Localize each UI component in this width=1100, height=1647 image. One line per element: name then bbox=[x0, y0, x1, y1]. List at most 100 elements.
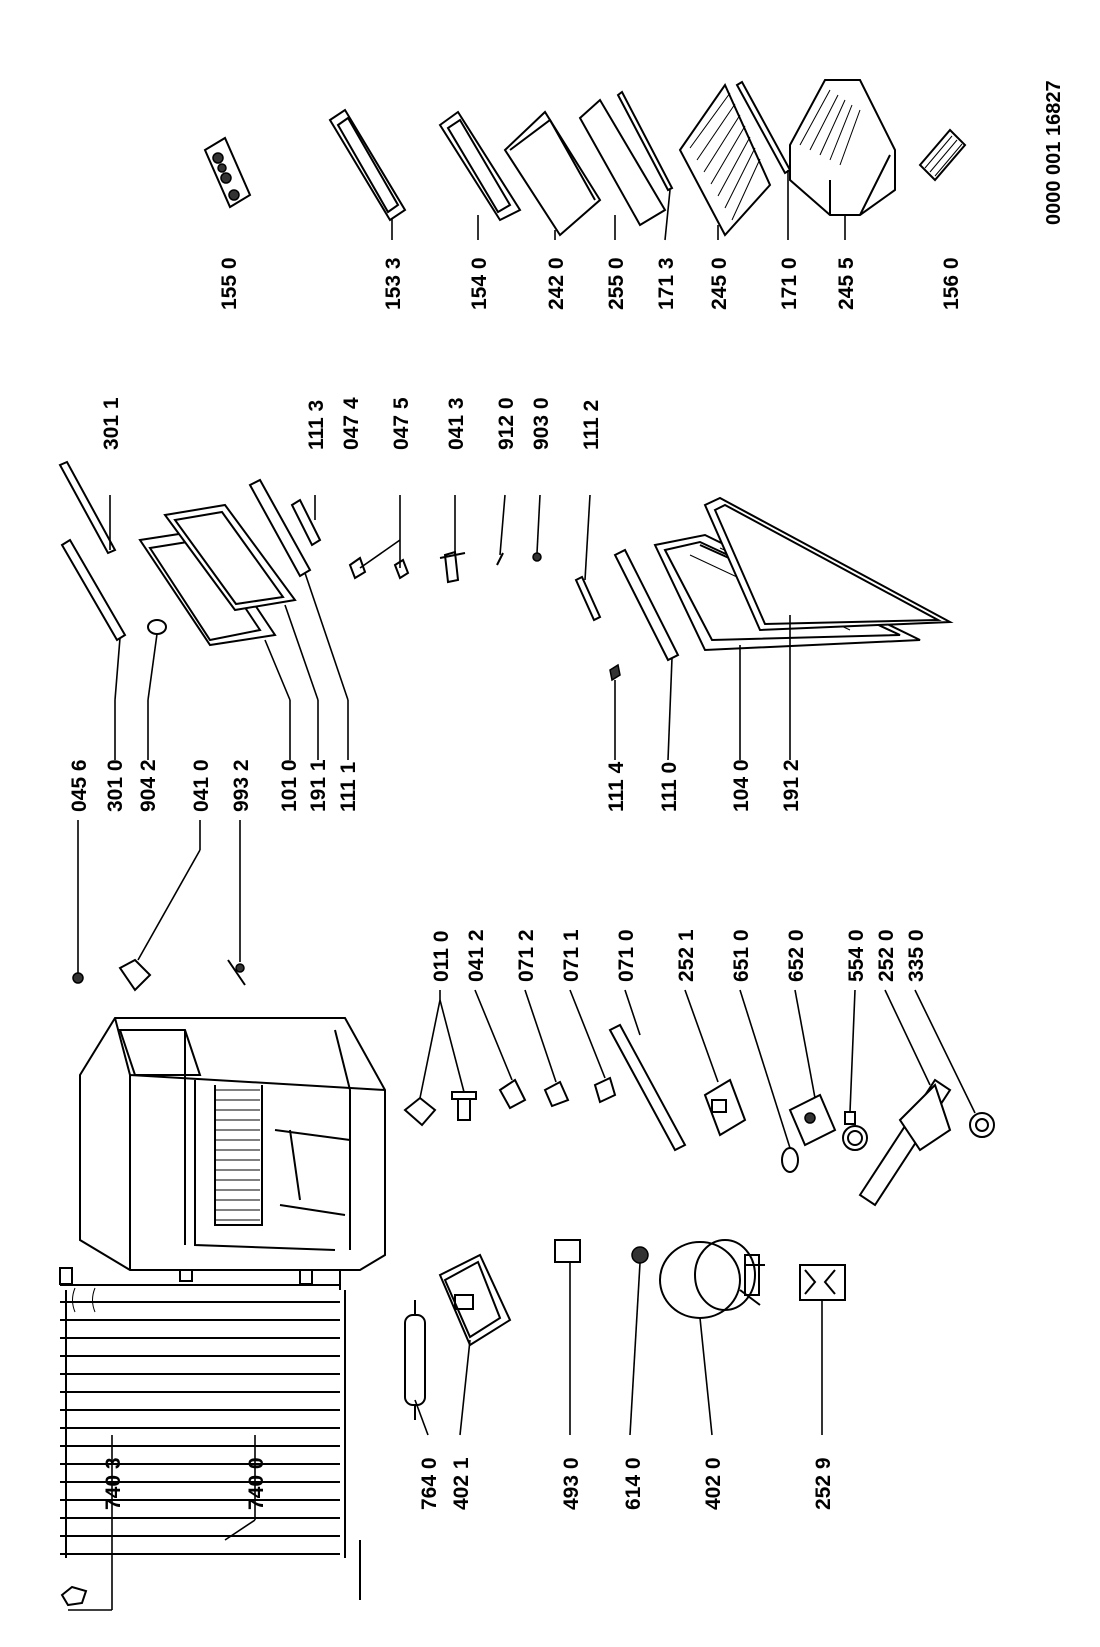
label-242-0: 242 0 bbox=[545, 257, 568, 310]
hinge-cover-111-3 bbox=[290, 498, 322, 547]
cabinet-group bbox=[72, 820, 995, 1271]
label-071-0: 071 0 bbox=[615, 929, 638, 982]
label-252-9: 252 9 bbox=[812, 1457, 835, 1510]
label-041-0: 041 0 bbox=[190, 759, 213, 812]
label-255-0: 255 0 bbox=[605, 257, 628, 310]
ice-tray bbox=[918, 128, 967, 182]
label-493-0: 493 0 bbox=[560, 1457, 583, 1510]
label-153-3: 153 3 bbox=[382, 257, 405, 310]
kickplate bbox=[608, 1023, 687, 1152]
pin bbox=[72, 972, 84, 984]
foot-screw bbox=[451, 1091, 477, 1121]
hinge-041-3 bbox=[439, 550, 466, 584]
part-111-2 bbox=[574, 575, 602, 622]
label-111-4: 111 4 bbox=[605, 761, 628, 812]
label-047-4: 047 4 bbox=[340, 397, 363, 450]
label-155-0: 155 0 bbox=[218, 257, 241, 310]
wire-basket bbox=[789, 79, 896, 216]
label-111-2: 111 2 bbox=[580, 400, 603, 450]
label-156-0: 156 0 bbox=[940, 257, 963, 310]
label-111-0: 111 0 bbox=[658, 762, 681, 812]
relay-cover bbox=[554, 1239, 581, 1263]
handle-301-0 bbox=[60, 538, 127, 642]
label-245-5: 245 5 bbox=[835, 257, 858, 310]
label-191-1: 191 1 bbox=[307, 759, 330, 812]
label-071-1: 071 1 bbox=[560, 929, 583, 982]
filter-dryer bbox=[404, 1300, 426, 1420]
freezer-door bbox=[138, 503, 297, 647]
label-111-3: 111 3 bbox=[305, 400, 328, 450]
label-993-2: 993 2 bbox=[230, 759, 253, 812]
label-041-3: 041 3 bbox=[445, 397, 468, 450]
wire-shelf-245-0 bbox=[678, 82, 772, 237]
drip-tray bbox=[438, 1253, 512, 1347]
drawing-number: 0000 001 16827 bbox=[1043, 80, 1065, 225]
thermostat-knob bbox=[842, 1111, 868, 1151]
main-door-gasket bbox=[703, 496, 954, 632]
sensor bbox=[227, 959, 246, 986]
label-245-0: 245 0 bbox=[708, 257, 731, 310]
condenser-group bbox=[59, 1239, 846, 1611]
relay-clip bbox=[799, 1264, 846, 1301]
label-041-2: 041 2 bbox=[465, 929, 488, 982]
label-614-0: 614 0 bbox=[622, 1457, 645, 1510]
label-740-3: 740 3 bbox=[102, 1457, 125, 1510]
label-402-1: 402 1 bbox=[450, 1457, 473, 1510]
door-bar-111-1 bbox=[248, 478, 312, 578]
cover-071-1 bbox=[593, 1076, 617, 1104]
top-hinge bbox=[118, 958, 152, 992]
grommet bbox=[631, 1246, 649, 1264]
control-panel bbox=[858, 1078, 952, 1207]
label-740-0: 740 0 bbox=[245, 1457, 268, 1510]
part-111-4 bbox=[609, 663, 621, 682]
bottom-hinge bbox=[498, 1078, 527, 1110]
shelf-strip-171-3 bbox=[616, 90, 674, 192]
freezer-door-gasket bbox=[163, 503, 297, 612]
condenser-coil bbox=[59, 1255, 361, 1600]
door-group bbox=[58, 460, 954, 761]
door-shelf-154-0 bbox=[438, 110, 522, 222]
screw-903-0 bbox=[532, 552, 542, 562]
label-101-0: 101 0 bbox=[278, 759, 301, 812]
thermostat-housing bbox=[703, 1078, 747, 1137]
thermostat bbox=[788, 1093, 837, 1147]
control-knob bbox=[969, 1112, 995, 1138]
screw-912-0 bbox=[496, 552, 504, 566]
accessories-group bbox=[203, 79, 967, 241]
part-047-5 bbox=[393, 558, 410, 580]
label-651-0: 651 0 bbox=[730, 929, 753, 982]
label-764-0: 764 0 bbox=[418, 1457, 441, 1510]
egg-tray bbox=[203, 136, 252, 209]
label-111-1: 111 1 bbox=[337, 761, 360, 812]
door-bar-111-0 bbox=[613, 548, 680, 662]
label-104-0: 104 0 bbox=[730, 759, 753, 812]
label-252-0: 252 0 bbox=[875, 929, 898, 982]
part-047-4 bbox=[348, 556, 367, 580]
label-047-5: 047 5 bbox=[390, 397, 413, 450]
cap-904-2 bbox=[147, 619, 167, 635]
crisper-drawer bbox=[503, 110, 602, 237]
label-011-0: 011 0 bbox=[430, 931, 453, 982]
label-402-0: 402 0 bbox=[702, 1457, 725, 1510]
label-301-1: 301 1 bbox=[100, 397, 123, 450]
label-335-0: 335 0 bbox=[905, 929, 928, 982]
lamp bbox=[781, 1147, 799, 1173]
label-912-0: 912 0 bbox=[495, 397, 518, 450]
label-301-0: 301 0 bbox=[104, 759, 127, 812]
label-903-0: 903 0 bbox=[530, 397, 553, 450]
compressor bbox=[659, 1239, 765, 1319]
label-652-0: 652 0 bbox=[785, 929, 808, 982]
label-171-0: 171 0 bbox=[778, 257, 801, 310]
label-252-1: 252 1 bbox=[675, 929, 698, 982]
label-045-6: 045 6 bbox=[68, 759, 91, 812]
label-904-2: 904 2 bbox=[137, 759, 160, 812]
glass-shelf bbox=[578, 98, 667, 227]
door-shelf-153-3 bbox=[328, 108, 407, 222]
handle-301-1 bbox=[58, 460, 117, 555]
label-554-0: 554 0 bbox=[845, 929, 868, 982]
cabinet bbox=[79, 1017, 386, 1271]
label-171-3: 171 3 bbox=[655, 257, 678, 310]
condenser-bracket bbox=[60, 1585, 88, 1607]
adjustable-foot bbox=[403, 1096, 437, 1127]
